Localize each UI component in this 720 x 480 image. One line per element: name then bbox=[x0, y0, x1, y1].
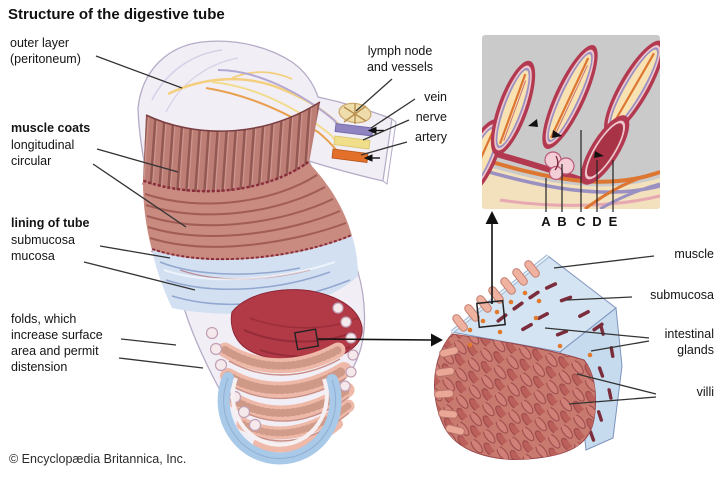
leader-vein bbox=[370, 98, 416, 129]
inset-villus bbox=[490, 60, 536, 156]
leader-muscle bbox=[553, 255, 655, 269]
longitudinal-muscle-layer bbox=[143, 101, 321, 193]
label-longitudinal: longitudinal bbox=[11, 138, 75, 152]
label-artery: artery bbox=[415, 130, 447, 144]
inset-villus bbox=[604, 40, 660, 136]
artery-strip bbox=[331, 148, 369, 163]
label-muscle-coats: muscle coats bbox=[11, 121, 91, 135]
leader-mucosa bbox=[83, 261, 196, 291]
leader-folds-a bbox=[120, 338, 177, 346]
gland-opening-dots bbox=[467, 290, 593, 358]
left-villi-fringe bbox=[434, 346, 465, 436]
intestinal-gland-marks bbox=[496, 282, 615, 442]
villi-block bbox=[434, 254, 623, 460]
leader-glands-a bbox=[544, 327, 650, 339]
mesentery-sheet bbox=[331, 102, 397, 185]
leader-folds-b bbox=[118, 357, 204, 369]
label-intestinal-glands: intestinal glands bbox=[664, 327, 714, 357]
mesentery-vessels bbox=[167, 69, 345, 154]
label-villi: villi bbox=[696, 385, 714, 399]
magnify-arrow-up-icon bbox=[485, 211, 499, 304]
leader-lines bbox=[83, 55, 657, 405]
leader-submucosa-block bbox=[566, 296, 633, 301]
digestive-tube-illustration bbox=[137, 40, 393, 465]
label-lining-of-tube: lining of tube bbox=[11, 216, 90, 230]
inset-marker-lines bbox=[545, 130, 614, 212]
leader-villi-a bbox=[576, 373, 657, 395]
label-nerve: nerve bbox=[415, 110, 447, 124]
leader-artery bbox=[360, 141, 408, 156]
label-muscle: muscle bbox=[674, 247, 714, 261]
zoom-box-block bbox=[475, 299, 507, 329]
flow-arrow-icon bbox=[528, 119, 604, 158]
leader-villi-b bbox=[568, 396, 657, 405]
label-vein: vein bbox=[424, 90, 447, 104]
label-submucosa-block: submucosa bbox=[650, 288, 714, 302]
muscle-cut-edge bbox=[142, 160, 311, 195]
ridge-villi-row bbox=[452, 260, 540, 332]
label-lymph-node: lymph node and vessels bbox=[366, 44, 433, 74]
leader-submucosa bbox=[99, 245, 171, 259]
magnified-inset: A B C D E bbox=[482, 35, 660, 229]
label-circular: circular bbox=[11, 154, 52, 168]
label-submucosa: submucosa bbox=[11, 233, 75, 247]
strip-pointer-arrow-icon bbox=[363, 126, 384, 162]
marker-letter-e: E bbox=[609, 214, 618, 229]
outer-layer-cut-ring bbox=[217, 372, 342, 465]
mucosa-layer bbox=[230, 289, 363, 363]
nerve-strip bbox=[333, 135, 371, 150]
page-title: Structure of the digestive tube bbox=[8, 6, 225, 23]
leader-circular bbox=[92, 163, 187, 228]
label-outer-layer: outer layer (peritoneum) bbox=[10, 36, 81, 66]
circular-muscle-layer bbox=[143, 163, 353, 263]
leader-longitudinal bbox=[96, 148, 179, 173]
label-folds: folds, which increase surface area and p… bbox=[11, 312, 103, 374]
marker-letter-b: B bbox=[557, 214, 566, 229]
marker-letter-c: C bbox=[576, 214, 586, 229]
copyright-text: © Encyclopædia Britannica, Inc. bbox=[9, 452, 187, 466]
marker-letter-a: A bbox=[541, 214, 551, 229]
label-mucosa: mucosa bbox=[11, 249, 55, 263]
inset-villus bbox=[580, 115, 630, 185]
zoom-box-tube bbox=[293, 328, 320, 351]
leader-nerve bbox=[362, 119, 410, 141]
leader-lymph-node bbox=[355, 78, 393, 112]
leader-glands-b bbox=[590, 340, 650, 352]
magnify-arrow-right-icon bbox=[317, 333, 443, 347]
leader-outer-layer bbox=[95, 55, 183, 89]
inset-villus bbox=[542, 44, 598, 150]
marker-letter-d: D bbox=[592, 214, 601, 229]
